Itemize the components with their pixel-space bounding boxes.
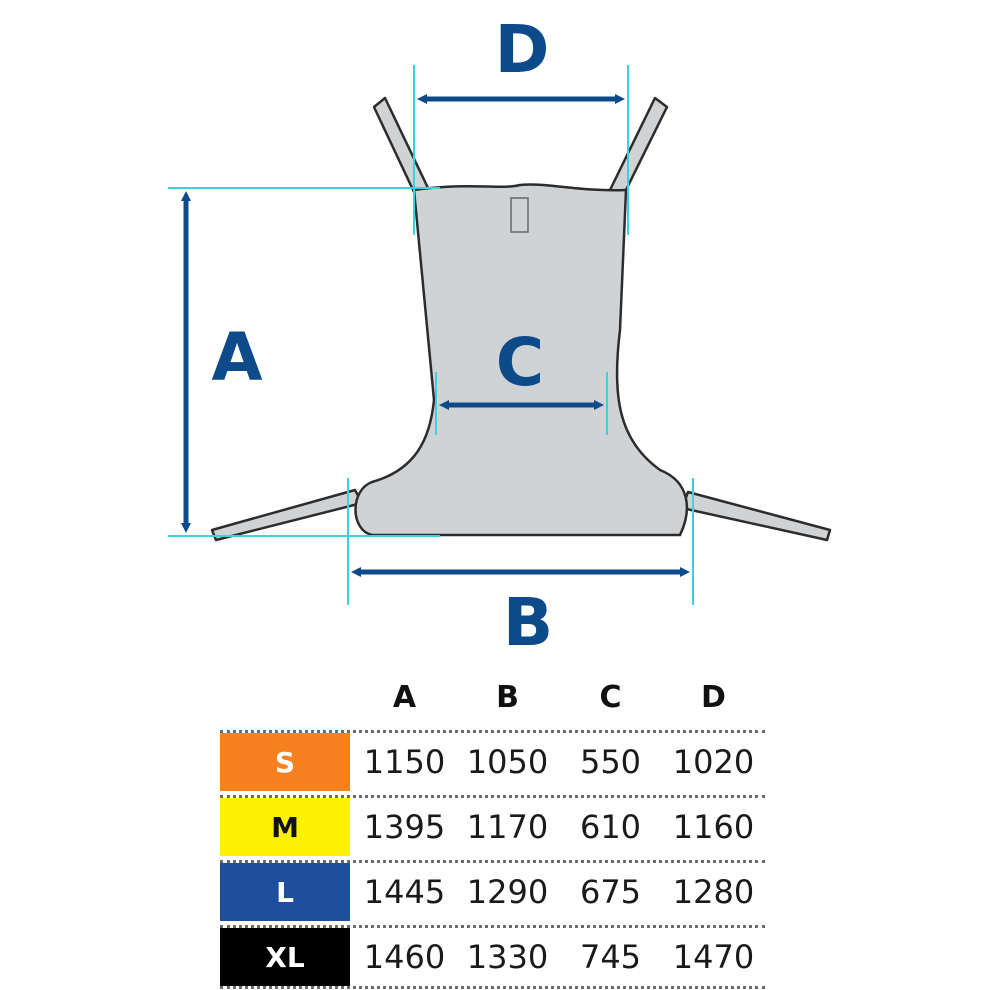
guide-lines: [168, 65, 694, 605]
table-header-row: A B C D: [220, 668, 765, 726]
header-a: A: [392, 679, 417, 715]
strap-left-leg: [210, 488, 364, 542]
cell-m-a: 1395: [363, 808, 446, 846]
cell-xl-b: 1330: [466, 938, 549, 976]
label-a: A: [211, 319, 262, 396]
header-b: B: [496, 679, 519, 715]
label-b: B: [503, 584, 553, 660]
cell-s-d: 1020: [672, 743, 755, 781]
strap-top-left: [372, 96, 430, 194]
cell-l-b: 1290: [466, 873, 549, 911]
cell-l-a: 1445: [363, 873, 446, 911]
cell-m-d: 1160: [672, 808, 755, 846]
table-row-m: M 1395 1170 610 1160: [220, 795, 765, 856]
cell-s-a: 1150: [363, 743, 446, 781]
size-badge-s: S: [220, 733, 350, 791]
dimension-arrows: [181, 94, 690, 577]
size-table: A B C D S 1150 1050 550 1020 M 1395 1170…: [220, 668, 765, 989]
table-row-s: S 1150 1050 550 1020: [220, 730, 765, 791]
size-badge-l: L: [220, 863, 350, 921]
cell-m-c: 610: [579, 808, 642, 846]
cell-l-c: 675: [579, 873, 642, 911]
sling-diagram: D A C B: [168, 11, 832, 660]
size-badge-xl: XL: [220, 928, 350, 986]
header-c: C: [599, 679, 622, 715]
strap-top-right: [608, 96, 669, 196]
size-badge-m: M: [220, 798, 350, 856]
cell-xl-a: 1460: [363, 938, 446, 976]
sling-body: [354, 183, 689, 537]
cell-s-c: 550: [579, 743, 642, 781]
strap-right-leg: [680, 490, 832, 542]
sling-label-tag: [510, 197, 529, 233]
cell-l-d: 1280: [672, 873, 755, 911]
cell-m-b: 1170: [466, 808, 549, 846]
table-row-l: L 1445 1290 675 1280: [220, 860, 765, 921]
cell-s-b: 1050: [466, 743, 549, 781]
cell-xl-c: 745: [579, 938, 642, 976]
label-d: D: [495, 11, 550, 88]
cell-xl-d: 1470: [672, 938, 755, 976]
table-row-xl: XL 1460 1330 745 1470: [220, 925, 765, 989]
label-c: C: [496, 324, 544, 401]
header-d: D: [701, 679, 726, 715]
